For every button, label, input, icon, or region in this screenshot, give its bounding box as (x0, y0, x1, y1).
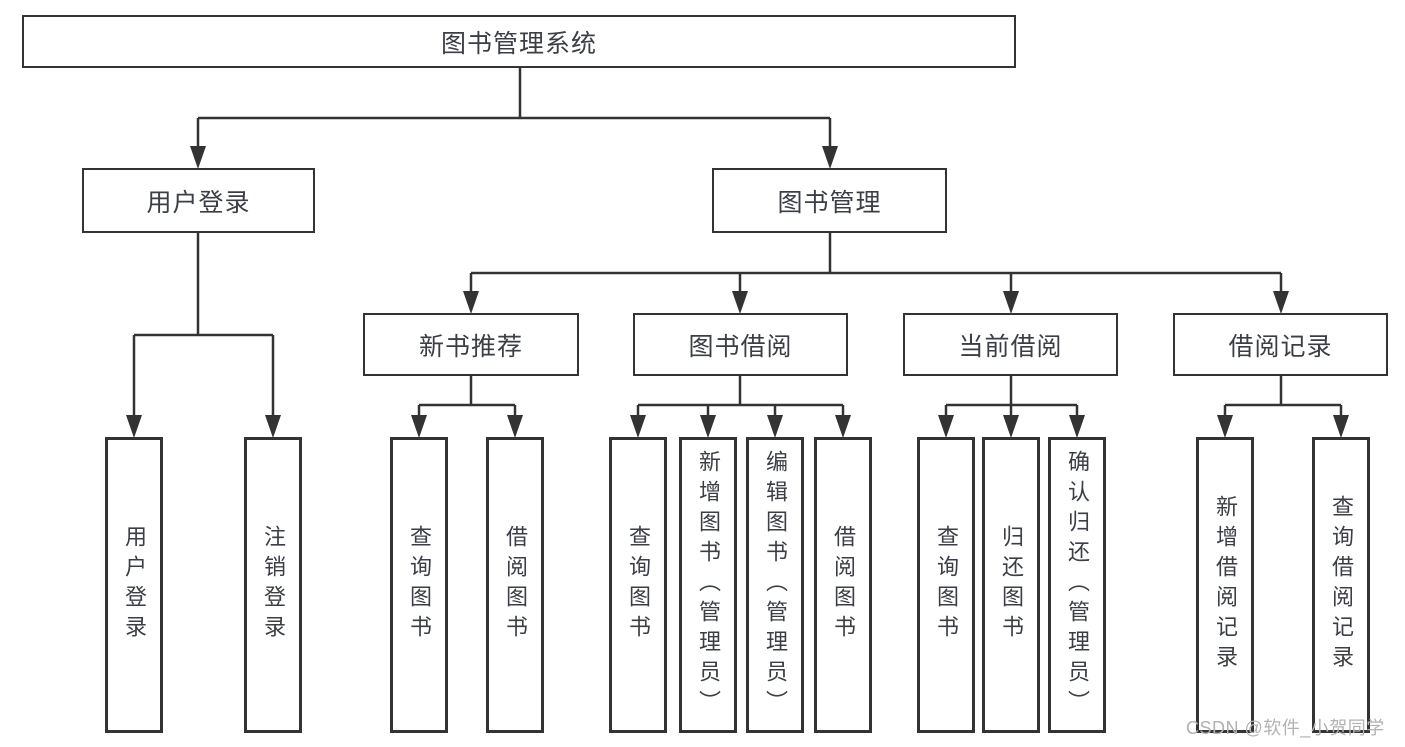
node-library-system-label: 图书管理系统 (440, 29, 597, 58)
leaf-borrow-books-recommend: 借阅图书 (486, 437, 544, 733)
leaf-query-books-recommend-label: 查询图书 (407, 525, 432, 645)
leaf-return-books: 归还图书 (982, 437, 1040, 733)
node-library-system: 图书管理系统 (22, 15, 1016, 68)
leaf-borrow-books-recommend-label: 借阅图书 (503, 525, 528, 645)
leaf-query-borrow-record: 查询借阅记录 (1312, 437, 1370, 733)
leaf-edit-books-admin: 编辑图书（管理员） (746, 437, 804, 733)
leaf-query-books-borrowing-label: 查询图书 (626, 525, 651, 645)
leaf-query-books-borrowing: 查询图书 (609, 437, 667, 733)
node-book-borrowing: 图书借阅 (633, 313, 848, 376)
node-book-borrowing-label: 图书借阅 (688, 332, 793, 361)
leaf-add-borrow-record: 新增借阅记录 (1196, 437, 1254, 733)
leaf-borrow-books-label: 借阅图书 (831, 525, 856, 645)
leaf-add-books-admin: 新增图书（管理员） (679, 437, 737, 733)
node-book-management-label: 图书管理 (777, 188, 882, 217)
leaf-query-borrow-record-label: 查询借阅记录 (1329, 495, 1354, 675)
leaf-add-books-admin-label: 新增图书（管理员） (696, 450, 721, 720)
leaf-query-books-current: 查询图书 (917, 437, 975, 733)
leaf-user-login: 用户登录 (105, 437, 163, 733)
csdn-watermark: CSDN @软件_小贺同学 (1186, 718, 1385, 738)
node-new-book-recommendation-label: 新书推荐 (418, 332, 523, 361)
node-current-borrowing: 当前借阅 (903, 313, 1118, 376)
node-book-management: 图书管理 (712, 168, 947, 233)
leaf-logout-label: 注销登录 (261, 525, 286, 645)
leaf-query-books-current-label: 查询图书 (934, 525, 959, 645)
node-user-login-label: 用户登录 (146, 188, 251, 217)
leaf-add-borrow-record-label: 新增借阅记录 (1213, 495, 1238, 675)
leaf-borrow-books: 借阅图书 (814, 437, 872, 733)
leaf-confirm-return-admin-label: 确认归还（管理员） (1065, 450, 1090, 720)
node-borrowing-records-label: 借阅记录 (1228, 332, 1333, 361)
leaf-logout: 注销登录 (244, 437, 302, 733)
node-borrowing-records: 借阅记录 (1173, 313, 1388, 376)
leaf-edit-books-admin-label: 编辑图书（管理员） (763, 450, 788, 720)
leaf-user-login-label: 用户登录 (122, 525, 147, 645)
leaf-confirm-return-admin: 确认归还（管理员） (1048, 437, 1106, 733)
node-current-borrowing-label: 当前借阅 (958, 332, 1063, 361)
node-user-login: 用户登录 (82, 168, 315, 233)
node-new-book-recommendation: 新书推荐 (363, 313, 579, 376)
leaf-query-books-recommend: 查询图书 (390, 437, 448, 733)
leaf-return-books-label: 归还图书 (999, 525, 1024, 645)
